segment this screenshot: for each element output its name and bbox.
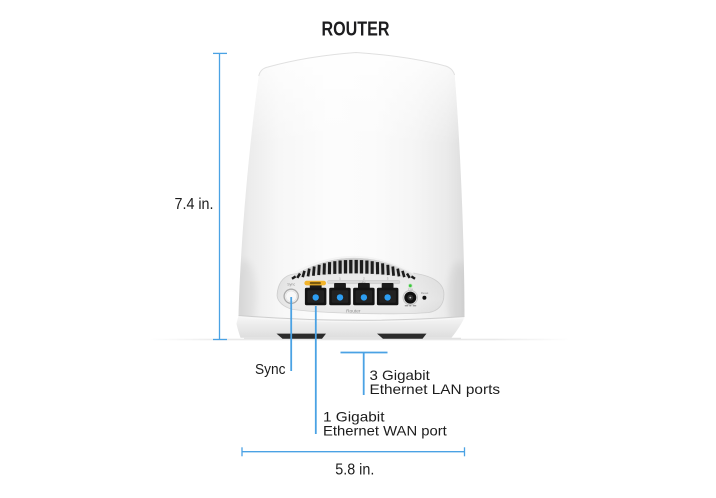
svg-text:Sync: Sync (255, 362, 286, 378)
svg-text:Sync: Sync (287, 283, 295, 287)
svg-text:Ethernet WAN port: Ethernet WAN port (323, 423, 447, 439)
svg-text:ROUTER: ROUTER (322, 19, 390, 41)
svg-text:5.8 in.: 5.8 in. (335, 461, 374, 478)
svg-text:Reset: Reset (421, 291, 429, 295)
svg-text:7.4 in.: 7.4 in. (175, 196, 214, 213)
svg-text:Ethernet LAN ports: Ethernet LAN ports (370, 381, 501, 397)
svg-text:Router: Router (346, 308, 361, 314)
